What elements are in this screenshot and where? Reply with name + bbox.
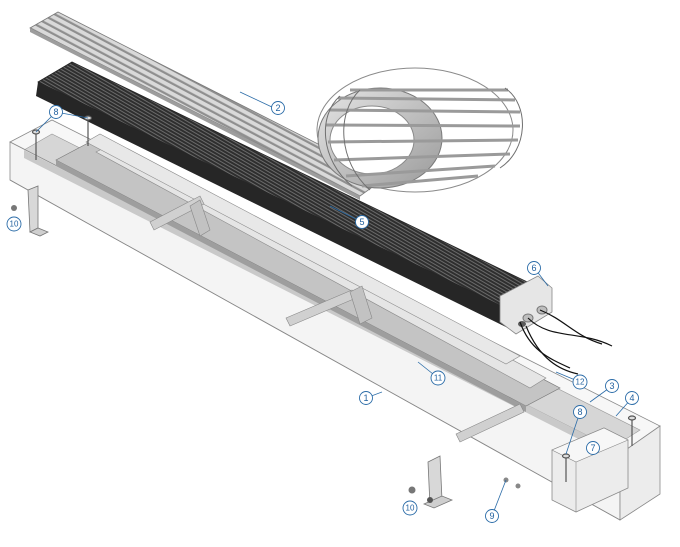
- internal-rails: [55, 133, 561, 443]
- callout-12-label: 12: [576, 378, 585, 387]
- callout-8-left: 8: [49, 105, 63, 119]
- cable-glands: [503, 477, 521, 489]
- power-cables: [519, 309, 613, 375]
- callout-2-label: 2: [275, 103, 280, 113]
- callout-1: 1: [359, 391, 373, 405]
- callout-5-label: 5: [359, 217, 364, 227]
- callout-6-label: 6: [531, 263, 536, 273]
- callout-5: 5: [355, 215, 369, 229]
- callout-10-left-label: 10: [10, 220, 19, 229]
- callout-10-left: 10: [6, 216, 22, 232]
- callout-11-label: 11: [434, 374, 443, 383]
- callout-2: 2: [271, 101, 285, 115]
- callout-4-label: 4: [629, 393, 634, 403]
- callout-10-right-label: 10: [406, 504, 415, 513]
- callout-3-label: 3: [609, 381, 614, 391]
- callout-8-right-label: 8: [577, 407, 582, 417]
- callout-8-left-label: 8: [53, 107, 58, 117]
- callout-12: 12: [572, 374, 588, 390]
- rolled-grille: [316, 67, 523, 193]
- callout-7: 7: [586, 441, 600, 455]
- callout-1-label: 1: [363, 393, 368, 403]
- callout-9: 9: [485, 509, 499, 523]
- callout-7-label: 7: [590, 443, 595, 453]
- mounting-brackets: [11, 185, 454, 509]
- callout-9-label: 9: [489, 511, 494, 521]
- callout-3: 3: [605, 379, 619, 393]
- callout-8-right: 8: [573, 405, 587, 419]
- callout-6: 6: [527, 261, 541, 275]
- callout-4: 4: [625, 391, 639, 405]
- heat-exchanger: [36, 61, 613, 375]
- callout-10-right: 10: [402, 500, 418, 516]
- callout-11: 11: [430, 370, 446, 386]
